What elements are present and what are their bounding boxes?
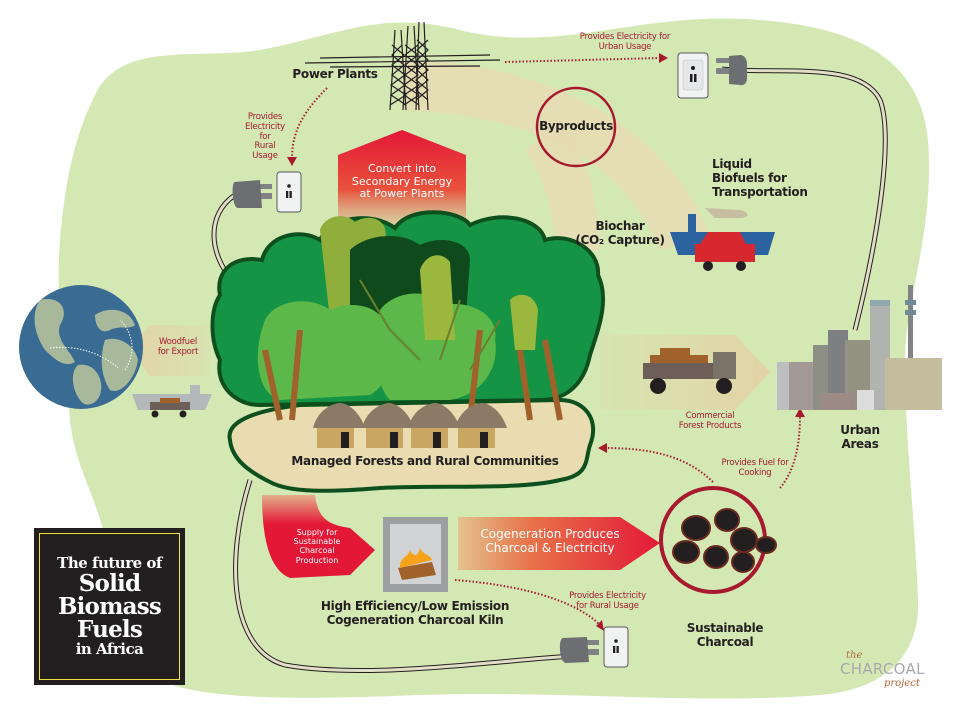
commercial-forest-label: Commercial Forest Products xyxy=(678,411,742,431)
supply-charcoal-label: Supply for Sustainable Charcoal Producti… xyxy=(293,528,341,565)
biofuel-vehicles-icon xyxy=(670,208,775,271)
charcoal-project-logo: the CHARCOAL project xyxy=(836,650,936,710)
title-line: Biomass xyxy=(57,593,162,620)
city-skyline-icon xyxy=(777,285,942,410)
fuel-cooking-label: Provides Fuel for Cooking xyxy=(721,458,789,478)
forest-icon xyxy=(210,210,606,421)
arrowhead xyxy=(596,620,604,631)
logo-project: project xyxy=(884,678,920,689)
arrowhead xyxy=(659,53,668,63)
power-tower-icon xyxy=(304,21,501,111)
flow-urban-electricity xyxy=(504,57,661,63)
plug-urban-icon xyxy=(716,55,747,86)
urban-electricity-label: Provides Electricity for Urban Usage xyxy=(579,32,671,52)
byproducts-circle xyxy=(535,86,617,168)
plug-rural-top-icon xyxy=(232,180,272,208)
flow-fuel-cooking xyxy=(604,447,714,483)
charcoal-icon xyxy=(672,508,777,573)
rural-electricity-top-label: Provides Electricity for Rural Usage xyxy=(244,112,286,162)
kiln-label: High Efficiency/Low Emission Cogeneratio… xyxy=(320,599,510,627)
title-line: The future of xyxy=(57,553,162,572)
cogeneration-arrow xyxy=(458,517,660,570)
cord-urban-inner xyxy=(721,67,887,331)
woodfuel-export-label: Woodfuel for Export xyxy=(157,337,199,357)
arrowhead xyxy=(795,408,805,417)
flow-rural-electricity-bottom xyxy=(454,579,601,626)
cord-rural-bottom-inner xyxy=(234,479,574,672)
plug-rural-bottom-icon xyxy=(559,637,599,663)
arrowhead xyxy=(287,157,297,166)
cogeneration-label: Cogeneration Produces Charcoal & Electri… xyxy=(480,527,620,555)
title-line: Solid xyxy=(78,570,141,597)
sustainable-charcoal-label: Sustainable Charcoal xyxy=(686,621,764,649)
outlet-rural-bottom-icon xyxy=(603,626,629,668)
logo-the: the xyxy=(846,650,863,661)
flow-fuel-urban xyxy=(779,414,801,489)
huts-icon xyxy=(313,403,507,448)
byproducts-label: Byproducts xyxy=(539,119,613,133)
arrowhead xyxy=(598,443,607,453)
title-line: Fuels xyxy=(77,616,143,643)
power-plants-label: Power Plants xyxy=(292,67,378,81)
title-line: in Africa xyxy=(75,640,144,658)
convert-energy-label: Convert into Secondary Energy at Power P… xyxy=(351,162,453,201)
rural-electricity-bottom-label: Provides Electricity for Rural Usage xyxy=(569,591,646,611)
managed-forests-label: Managed Forests and Rural Communities xyxy=(291,454,559,468)
log-truck-icon xyxy=(643,348,736,394)
woodfuel-export-arrow xyxy=(130,325,210,376)
kiln-icon xyxy=(383,517,448,592)
title-box: The future of Solid Biomass Fuels in Afr… xyxy=(34,528,185,685)
byproduct-arc-outer xyxy=(402,60,710,250)
liquid-biofuels-label: Liquid Biofuels for Transportation xyxy=(712,157,808,199)
urban-areas-label: Urban Areas xyxy=(840,423,880,451)
export-truck-icon xyxy=(150,398,190,418)
title-frame: The future of Solid Biomass Fuels in Afr… xyxy=(39,533,180,680)
globe-icon xyxy=(19,285,143,409)
logo-name: CHARCOAL xyxy=(840,660,925,678)
outlet-urban-icon xyxy=(677,52,709,99)
supply-charcoal-arrow xyxy=(262,495,375,578)
byproduct-arc-inner xyxy=(525,120,600,255)
biochar-label: Biochar (CO₂ Capture) xyxy=(575,219,665,247)
outlet-rural-top-icon xyxy=(276,171,302,213)
